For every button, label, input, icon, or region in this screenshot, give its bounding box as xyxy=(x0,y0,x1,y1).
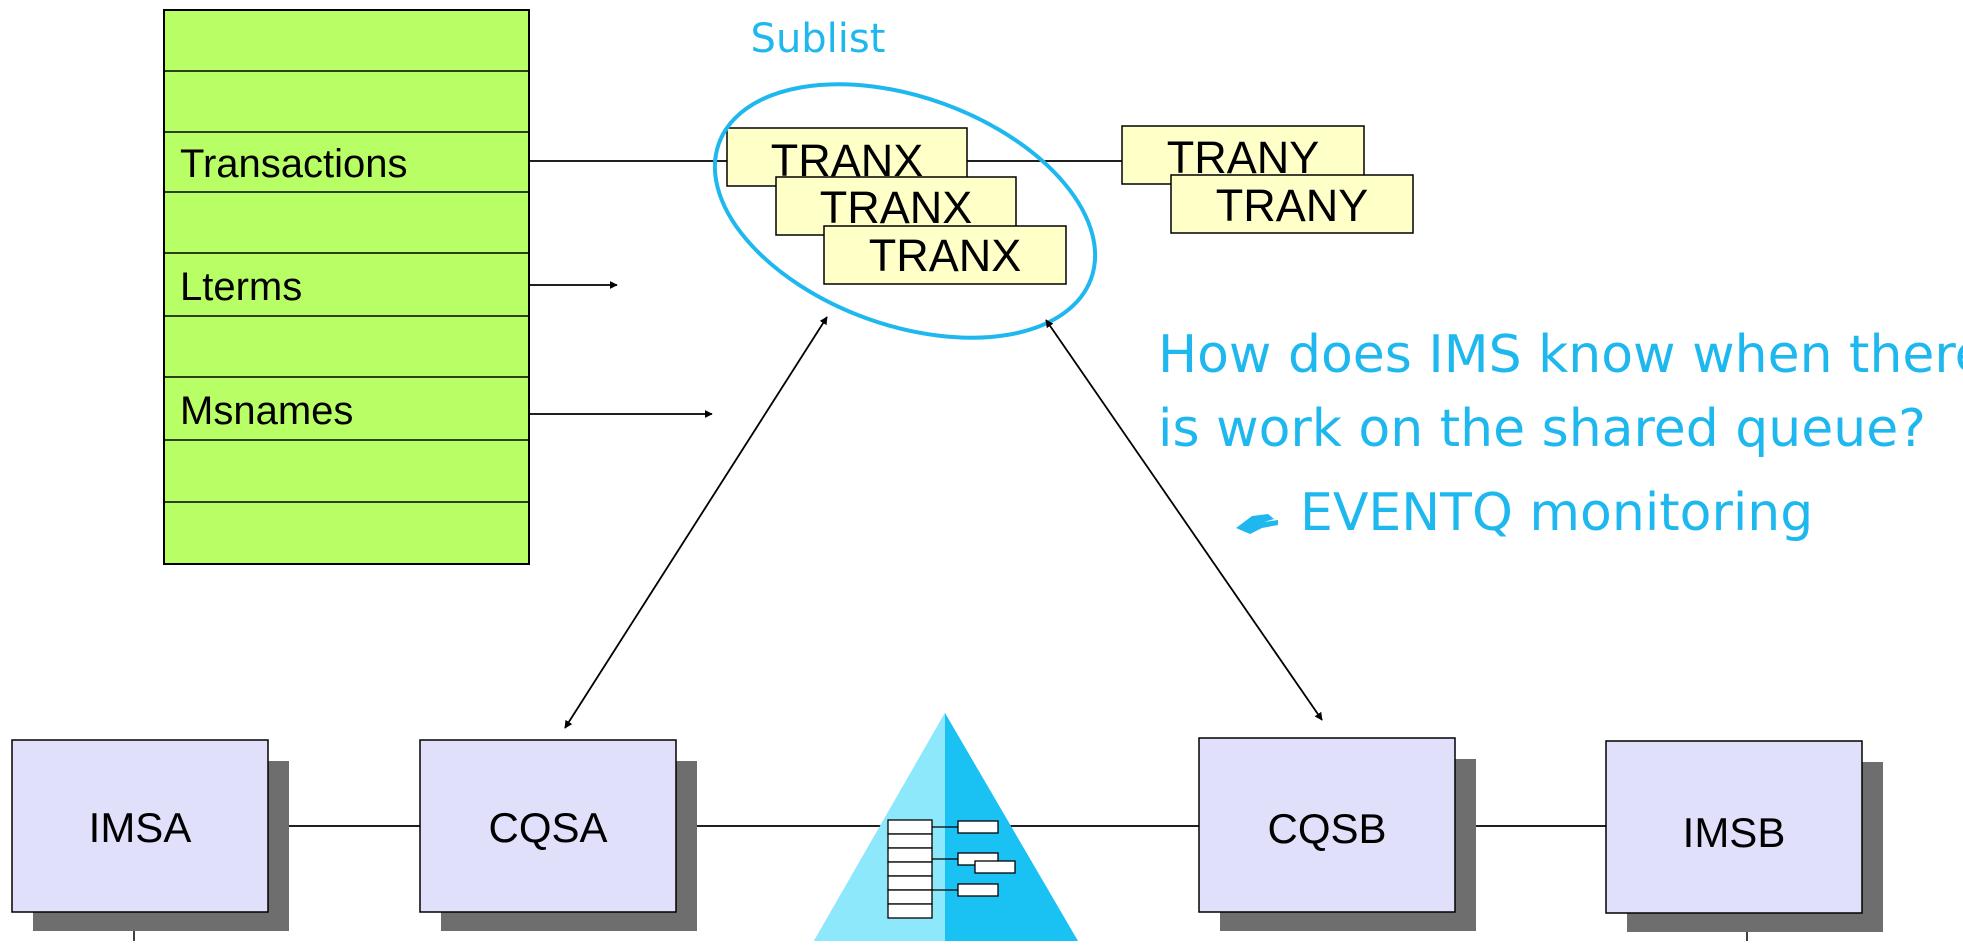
cqsa-box: CQSA xyxy=(419,739,697,931)
structure-list-icon xyxy=(887,819,1016,919)
queue-table-body xyxy=(163,9,530,565)
cqsb-body xyxy=(1198,737,1456,913)
question-line-2: is work on the shared queue? xyxy=(1158,399,1926,459)
trany-label: TRANY xyxy=(1216,180,1369,231)
queue-table-dividers xyxy=(164,70,529,503)
table-row-transactions: Transactions xyxy=(180,142,408,186)
tranx-item xyxy=(823,225,1067,285)
imsa-body xyxy=(11,739,269,913)
cqsa-sublist-arrow xyxy=(564,316,828,729)
cqsa-body xyxy=(419,739,677,913)
question-bullet: EVENTQ monitoring xyxy=(1300,483,1813,543)
tranx-label: TRANX xyxy=(820,182,973,233)
sublist-label: Sublist xyxy=(751,16,886,62)
table-row-lterms: Lterms xyxy=(180,265,302,309)
cqsb-box: CQSB xyxy=(1198,737,1476,931)
tranx-stack: TRANX TRANX TRANX xyxy=(726,127,1067,285)
imsa-label: IMSA xyxy=(89,804,192,851)
trany-stack: TRANY TRANY xyxy=(1121,125,1414,234)
sublist-ellipse xyxy=(712,82,1098,340)
coupling-facility xyxy=(814,713,1078,941)
trany-item xyxy=(1170,174,1414,234)
cqsa-label: CQSA xyxy=(488,804,607,851)
pointing-hand-icon xyxy=(1236,514,1278,534)
question-line-1: How does IMS know when there xyxy=(1158,325,1963,385)
table-row-msnames: Msnames xyxy=(180,389,353,433)
cqsb-sublist-arrow xyxy=(1045,319,1323,721)
imsa-box: IMSA xyxy=(11,739,289,931)
imsb-box: IMSB xyxy=(1605,740,1883,932)
tranx-label: TRANX xyxy=(869,230,1022,281)
cqsb-label: CQSB xyxy=(1267,805,1386,852)
imsb-label: IMSB xyxy=(1683,809,1786,856)
imsb-body xyxy=(1605,740,1863,914)
queue-table: Transactions Lterms Msnames xyxy=(163,9,530,565)
